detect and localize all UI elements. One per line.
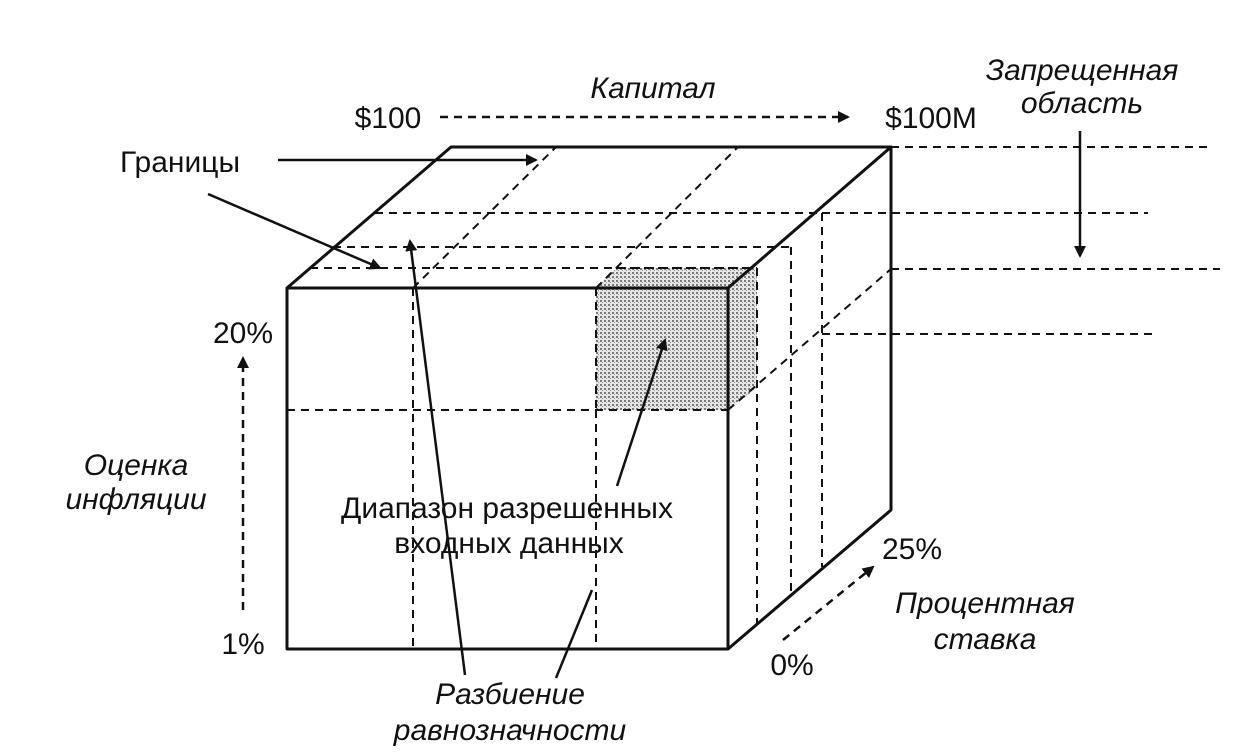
capital-min-label: $100: [355, 102, 422, 135]
cube-outline: [285, 145, 893, 651]
partition-arrow-right: [554, 589, 594, 679]
partition-label-2: равнозначности: [393, 714, 627, 747]
interest-axis-arrow: [782, 565, 875, 641]
valid-range-arrow: [615, 338, 668, 487]
partition-dashed-lines: [287, 146, 892, 649]
inflation-axis-label-2: инфляции: [65, 483, 206, 516]
inflation-axis-label-1: Оценка: [84, 449, 189, 482]
capital-axis-label: Капитал: [590, 72, 715, 105]
boundaries-label: Границы: [120, 146, 240, 179]
partition-label-1: Разбиение: [435, 678, 585, 711]
valid-range-label-2: входных данных: [394, 527, 623, 560]
forbidden-region-label-1: Запрещенная: [986, 54, 1179, 87]
forbidden-region-lines: [822, 146, 1220, 335]
forbidden-region-label-2: область: [1021, 87, 1143, 120]
boundaries-arrow-edge: [207, 192, 382, 270]
capital-max-label: $100M: [885, 102, 977, 135]
inflation-max-label: 20%: [213, 317, 273, 350]
valid-range-label-1: Диапазон разрешенных: [341, 492, 673, 525]
partition-arrow-left: [405, 239, 467, 676]
interest-axis-label-2: ставка: [934, 623, 1037, 656]
interest-max-label: 25%: [882, 533, 942, 566]
interest-min-label: 0%: [770, 649, 813, 682]
interest-axis-label-1: Процентная: [895, 587, 1075, 620]
inflation-min-label: 1%: [221, 628, 264, 661]
